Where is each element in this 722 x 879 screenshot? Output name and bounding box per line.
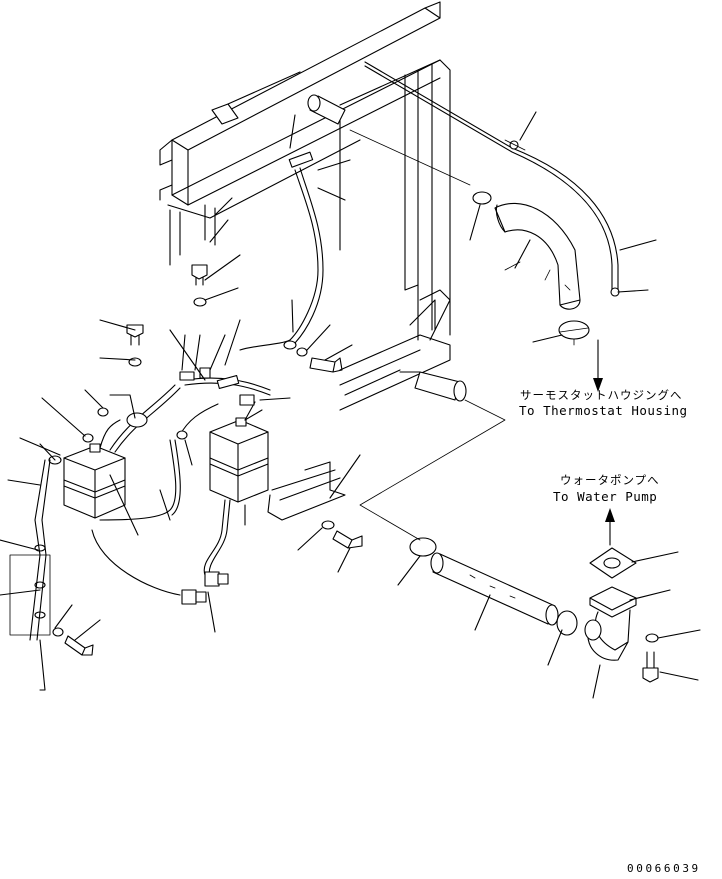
connection-line bbox=[359, 399, 506, 541]
bolt-left-top bbox=[126, 324, 144, 346]
label-water-pump-jp: ウォータポンプへ bbox=[560, 473, 660, 487]
washer-left-top bbox=[128, 357, 142, 367]
reserve-tank-center bbox=[209, 401, 269, 503]
bolt-upper bbox=[191, 264, 208, 286]
water-pump-gasket bbox=[589, 547, 637, 579]
left-bracket bbox=[9, 459, 51, 691]
washer-bracket bbox=[321, 520, 335, 530]
leader-lines bbox=[0, 111, 701, 699]
water-pump-arrow-head bbox=[605, 508, 615, 522]
small-fittings bbox=[48, 151, 314, 605]
hose-clamp-lower-right bbox=[556, 610, 578, 636]
washer-pump bbox=[645, 633, 659, 643]
label-water-pump-en: To Water Pump bbox=[553, 489, 657, 504]
bolt-pump bbox=[642, 651, 659, 683]
label-thermostat-jp: サーモスタットハウジングへ bbox=[520, 388, 683, 402]
lower-hose bbox=[430, 552, 559, 626]
tank-tubing bbox=[91, 167, 324, 596]
hose-clamp-lower-left bbox=[409, 537, 437, 557]
upper-pipe bbox=[307, 94, 346, 125]
washer-left-bottom bbox=[52, 627, 64, 637]
drawing-code: 00066039 bbox=[627, 862, 701, 875]
upper-hose bbox=[349, 129, 581, 310]
bolt-left-bottom bbox=[64, 635, 94, 656]
radiator-outlet-pipe bbox=[399, 371, 467, 402]
label-thermostat-en: To Thermostat Housing bbox=[519, 403, 688, 418]
reserve-tank-left bbox=[63, 419, 126, 519]
radiator-assembly bbox=[159, 1, 451, 411]
washer-upper bbox=[193, 297, 207, 307]
center-bolt bbox=[309, 357, 343, 373]
bolt-bracket bbox=[332, 530, 363, 549]
water-pump-elbow bbox=[584, 586, 637, 661]
tank-bracket bbox=[267, 461, 346, 521]
thermostat-arrow-head bbox=[593, 378, 603, 392]
